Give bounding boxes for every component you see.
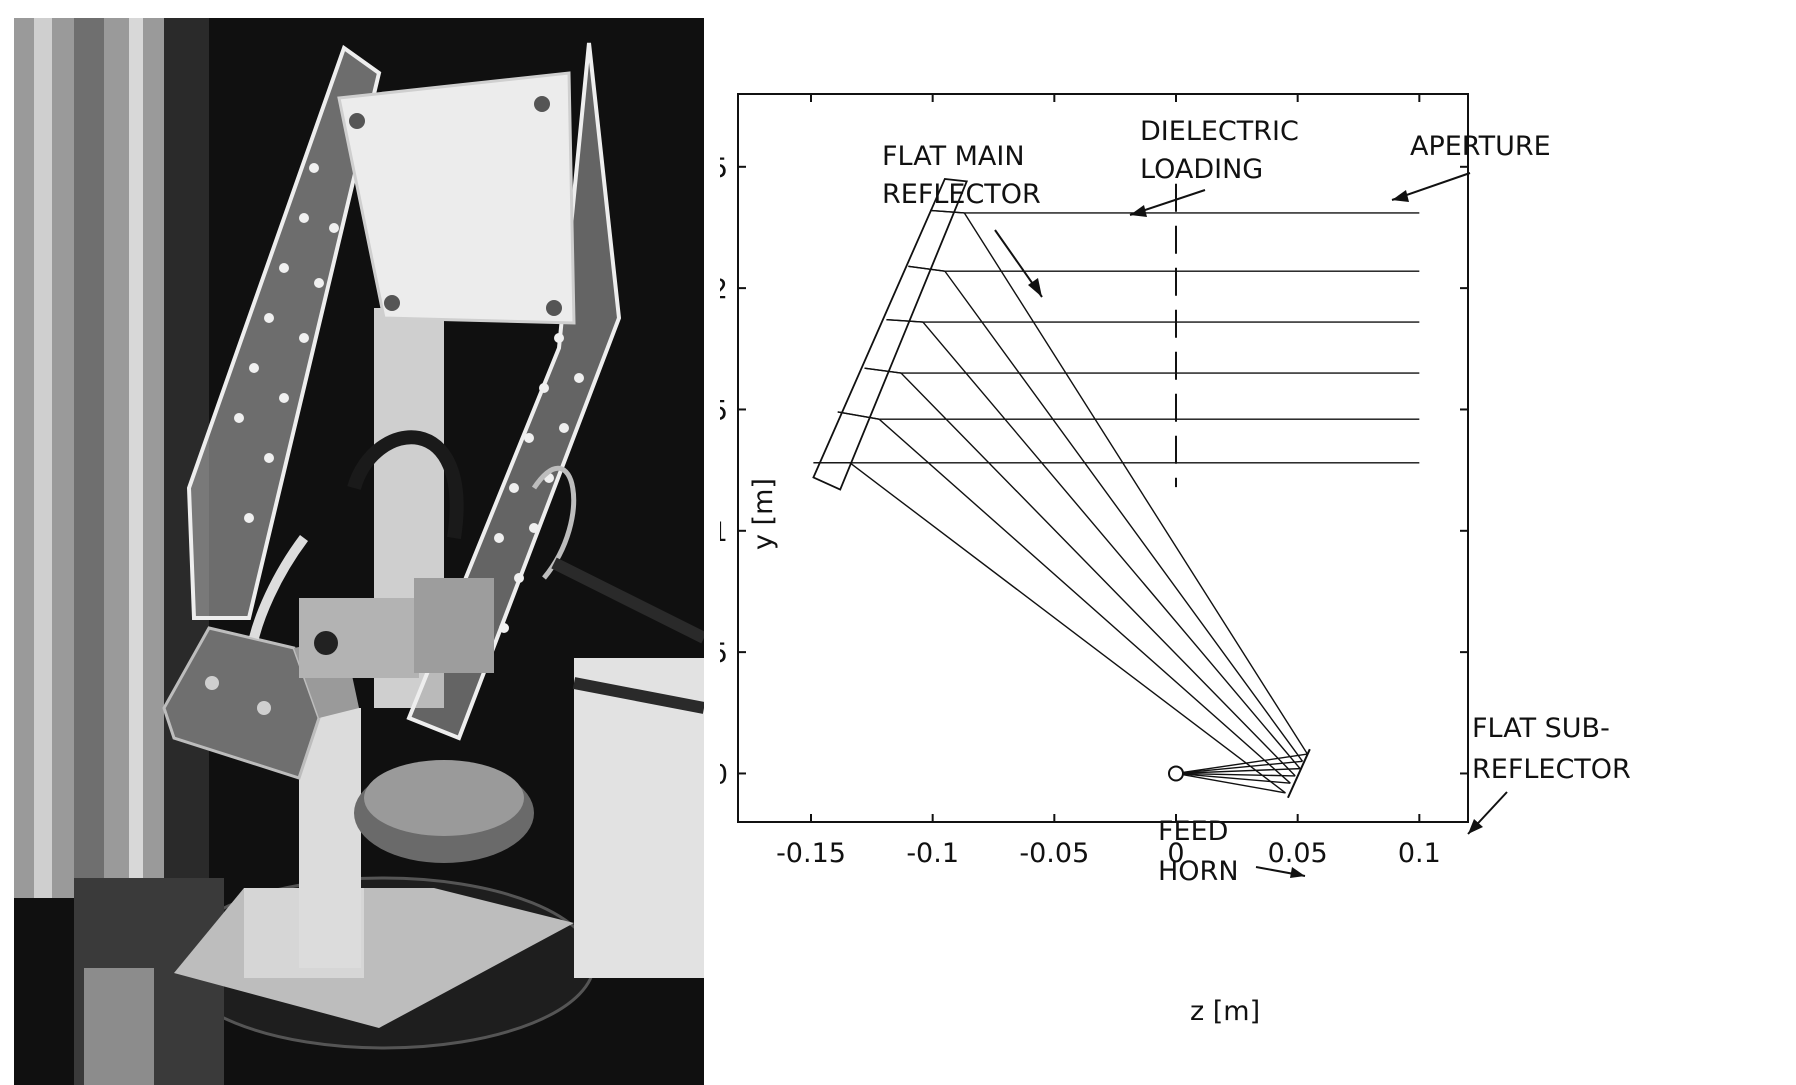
y-tick-label: 0.2 <box>720 274 728 305</box>
y-axis-label: y [m] <box>748 478 779 550</box>
panel-screw <box>349 113 365 129</box>
plot-area <box>737 93 1469 823</box>
ray-reflected-segment <box>908 265 945 272</box>
ray-sub-to-main <box>944 270 1304 762</box>
label-aperture: APERTURE <box>1410 131 1551 162</box>
arrowhead-feed <box>1290 867 1305 878</box>
x-tick-label: -0.15 <box>776 838 846 869</box>
y-tick-label: 0.25 <box>720 153 728 184</box>
ray-reflected-segment <box>930 209 965 214</box>
arrowhead-sub-reflector <box>1468 819 1483 834</box>
ray-trace-diagram: -0.15 -0.1 -0.05 0 0.05 0.1 0 0.05 0.1 0.15 0.2 0.2… <box>720 93 1631 1027</box>
x-axis-label: z [m] <box>1190 996 1260 1027</box>
ray-reflected-segment <box>864 367 902 374</box>
label-dielectric-line1: DIELECTRIC <box>1140 116 1299 147</box>
adjust-screw <box>257 701 271 715</box>
plot-frame <box>737 93 1469 823</box>
ray-reflected-segment <box>886 318 923 323</box>
ray-feed-to-sub <box>1175 760 1303 775</box>
ray-feed-to-sub <box>1175 767 1301 775</box>
arrowhead-main-reflector <box>1028 278 1042 297</box>
plate-screws <box>234 163 584 633</box>
rail-post-shade <box>129 18 143 898</box>
acrylic-plate-left <box>186 44 382 620</box>
adjust-screw <box>205 676 219 690</box>
rail-post-shade <box>74 18 104 898</box>
coax-cable <box>531 465 577 580</box>
ray-feed-to-sub <box>1175 753 1308 775</box>
y-tick-label: 0.1 <box>720 517 728 548</box>
ray-feed-to-sub <box>1175 772 1286 794</box>
annotation-arrows <box>994 172 1508 878</box>
x-tick-label: -0.1 <box>906 838 959 869</box>
feed-horn-marker <box>1168 765 1184 782</box>
rail-bottom-face <box>84 968 154 1085</box>
coax-cable <box>347 430 464 540</box>
ray-reflected-segment <box>837 411 880 420</box>
x-tick-label: 0.05 <box>1268 838 1328 869</box>
arrowhead-dielectric <box>1130 205 1147 217</box>
main-reflector-panel <box>337 71 576 325</box>
feed-port <box>314 631 338 655</box>
ray-sub-to-main <box>922 321 1301 770</box>
axis-ticks: -0.15 -0.1 -0.05 0 0.05 0.1 0 0.05 0.1 0.15 0.2 0.2… <box>720 94 1468 869</box>
acrylic-arc <box>249 535 309 640</box>
sub-reflector-line <box>1287 748 1311 799</box>
label-dielectric-line2: LOADING <box>1140 154 1263 185</box>
coax-cable <box>551 557 704 644</box>
arrowhead-aperture <box>1392 190 1409 202</box>
label-sub-reflector-line1: FLAT SUB- <box>1472 713 1610 744</box>
x-tick-label: 0.1 <box>1398 838 1441 869</box>
ray-feed-to-sub <box>1175 772 1296 777</box>
waveguide-block <box>414 578 494 673</box>
antenna-prototype-photo <box>14 18 704 1085</box>
rail-post-shade <box>34 18 52 898</box>
x-tick-label: -0.05 <box>1019 838 1089 869</box>
panel-screw <box>534 96 550 112</box>
ray-sub-to-main <box>878 418 1291 784</box>
label-sub-reflector-line2: REFLECTOR <box>1472 754 1631 785</box>
y-tick-label: 0.15 <box>720 395 728 426</box>
instrument-box <box>574 658 704 978</box>
ray-geometry <box>812 177 1420 799</box>
main-reflector-outline <box>812 177 969 491</box>
ray-feed-to-sub <box>1175 772 1291 784</box>
ray-sub-to-main <box>963 212 1308 755</box>
x-tick-label: 0 <box>1167 838 1184 869</box>
label-feed-line2: HORN <box>1158 856 1239 887</box>
label-main-reflector-line1: FLAT MAIN <box>882 141 1025 172</box>
label-main-reflector-line2: REFLECTOR <box>882 179 1041 210</box>
panel-screw <box>384 295 400 311</box>
y-tick-label: 0 <box>720 759 728 790</box>
annotation-labels: FLAT MAIN REFLECTOR DIELECTRIC LOADING A… <box>748 116 1631 1027</box>
panel-screw <box>546 300 562 316</box>
coax-cable <box>572 677 704 714</box>
y-tick-label: 0.05 <box>720 638 728 669</box>
rotary-hub-top <box>364 760 524 836</box>
ray-sub-to-main <box>849 462 1286 794</box>
ray-sub-to-main <box>900 372 1296 777</box>
label-feed-line1: FEED <box>1158 816 1228 847</box>
